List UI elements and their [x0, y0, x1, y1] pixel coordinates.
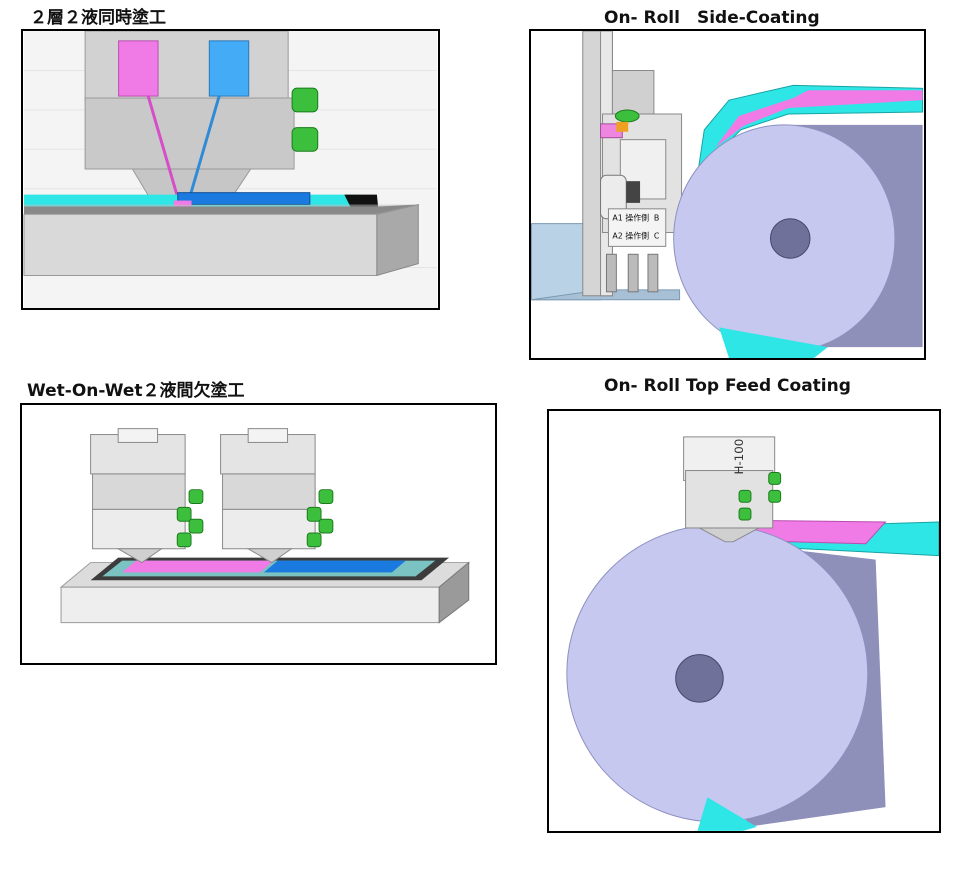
panel-title-two-layer: ２層２液同時塗工: [30, 8, 166, 28]
top-feed-die: H-100: [683, 436, 782, 543]
two-layer-die-illustration: [23, 31, 438, 308]
top-feed-illustration: H-100: [549, 411, 939, 831]
panel-title-top-feed: On- Roll Top Feed Coating: [604, 376, 851, 396]
label-a1: A1 操作側: [612, 213, 649, 223]
label-c: C: [654, 231, 660, 240]
label-a2: A2 操作側: [612, 230, 649, 240]
panel-wet-on-wet: [20, 403, 497, 665]
wet-on-wet-illustration: [23, 405, 494, 663]
die-mark: H-100: [732, 439, 746, 475]
bolt-icon: [291, 87, 319, 152]
panel-title-side-coating: On- Roll Side-Coating: [604, 8, 820, 28]
die-right: [220, 428, 334, 564]
panel-side-coating: A1 操作側 A2 操作側 B C: [529, 29, 926, 360]
panel-title-wet-on-wet: Wet-On-Wet２液間欠塗工: [27, 381, 245, 401]
side-coating-illustration: A1 操作側 A2 操作側 B C: [531, 31, 924, 358]
panel-two-layer: [21, 29, 440, 310]
label-b: B: [654, 214, 659, 223]
panel-top-feed: H-100: [547, 409, 941, 833]
die-left: [90, 428, 204, 564]
